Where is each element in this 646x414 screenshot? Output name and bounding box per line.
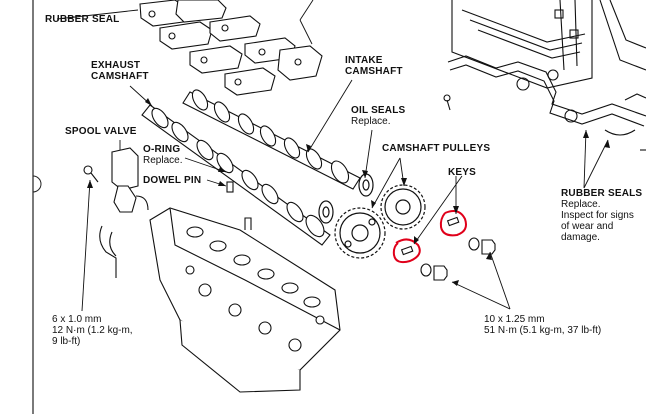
keys-and-washers (400, 216, 496, 281)
exhaust-camshaft (141, 104, 331, 246)
intake-camshaft (182, 89, 361, 190)
camshaft-pulleys (334, 184, 426, 259)
label-rubber-seals-right-note-2: Inspect for signs (561, 210, 634, 221)
label-bolt-large-torque: 51 N·m (5.1 kg-m, 37 lb-ft) (484, 325, 602, 336)
label-o-ring-title: O-RING (143, 144, 181, 155)
label-spool-valve: SPOOL VALVE (65, 126, 137, 137)
label-camshaft-pulleys: CAMSHAFT PULLEYS (382, 143, 491, 154)
label-exhaust-camshaft-line1: EXHAUST (91, 60, 141, 71)
highlight-marks (392, 210, 467, 264)
label-o-ring: O-RING Replace. (143, 144, 182, 166)
label-rubber-seals-right-note-4: damage. (561, 232, 600, 243)
label-bolt-large: 10 x 1.25 mm 51 N·m (5.1 kg-m, 37 lb-ft) (484, 314, 601, 336)
highlight-key-lower (392, 238, 421, 264)
label-intake-camshaft-line1: INTAKE (345, 55, 383, 66)
cylinder-head (149, 181, 341, 393)
label-intake-camshaft-line2: CAMSHAFT (345, 66, 403, 77)
leader-lines (56, 0, 609, 312)
label-dowel-pin: DOWEL PIN (143, 175, 202, 186)
spool-valve (83, 147, 149, 278)
page-edge-notch (32, 175, 42, 193)
label-o-ring-note: Replace. (143, 155, 183, 166)
oil-seals (318, 173, 374, 224)
highlight-key-upper (439, 210, 467, 237)
label-keys: KEYS (448, 167, 477, 178)
label-rubber-seal-left: RUBBER SEAL (45, 14, 120, 25)
label-bolt-small-torque-lbft: 9 lb-ft) (52, 336, 81, 347)
label-exhaust-camshaft-line2: CAMSHAFT (91, 71, 149, 82)
label-bolt-small-torque: 12 N·m (1.2 kg-m, (52, 325, 133, 336)
label-bolt-small: 6 x 1.0 mm 12 N·m (1.2 kg-m, 9 lb-ft) (52, 314, 133, 347)
label-rubber-seals-right: RUBBER SEALS Replace. Inspect for signs … (561, 188, 642, 243)
label-bolt-large-size: 10 x 1.25 mm (484, 314, 545, 325)
label-oil-seals-note: Replace. (351, 116, 391, 127)
label-oil-seals-title: OIL SEALS (351, 105, 406, 116)
label-intake-camshaft: INTAKE CAMSHAFT (345, 55, 403, 77)
leader-arrowheads (87, 98, 610, 286)
label-rubber-seals-right-note-3: of wear and (561, 221, 614, 232)
label-rubber-seals-right-title: RUBBER SEALS (561, 188, 643, 199)
label-rubber-seals-right-note-1: Replace. (561, 199, 601, 210)
camshaft-holders (139, 0, 323, 96)
label-bolt-small-size: 6 x 1.0 mm (52, 314, 102, 325)
label-exhaust-camshaft: EXHAUST CAMSHAFT (91, 60, 149, 82)
label-oil-seals: OIL SEALS Replace. (351, 105, 405, 127)
valve-cover (443, 0, 646, 151)
